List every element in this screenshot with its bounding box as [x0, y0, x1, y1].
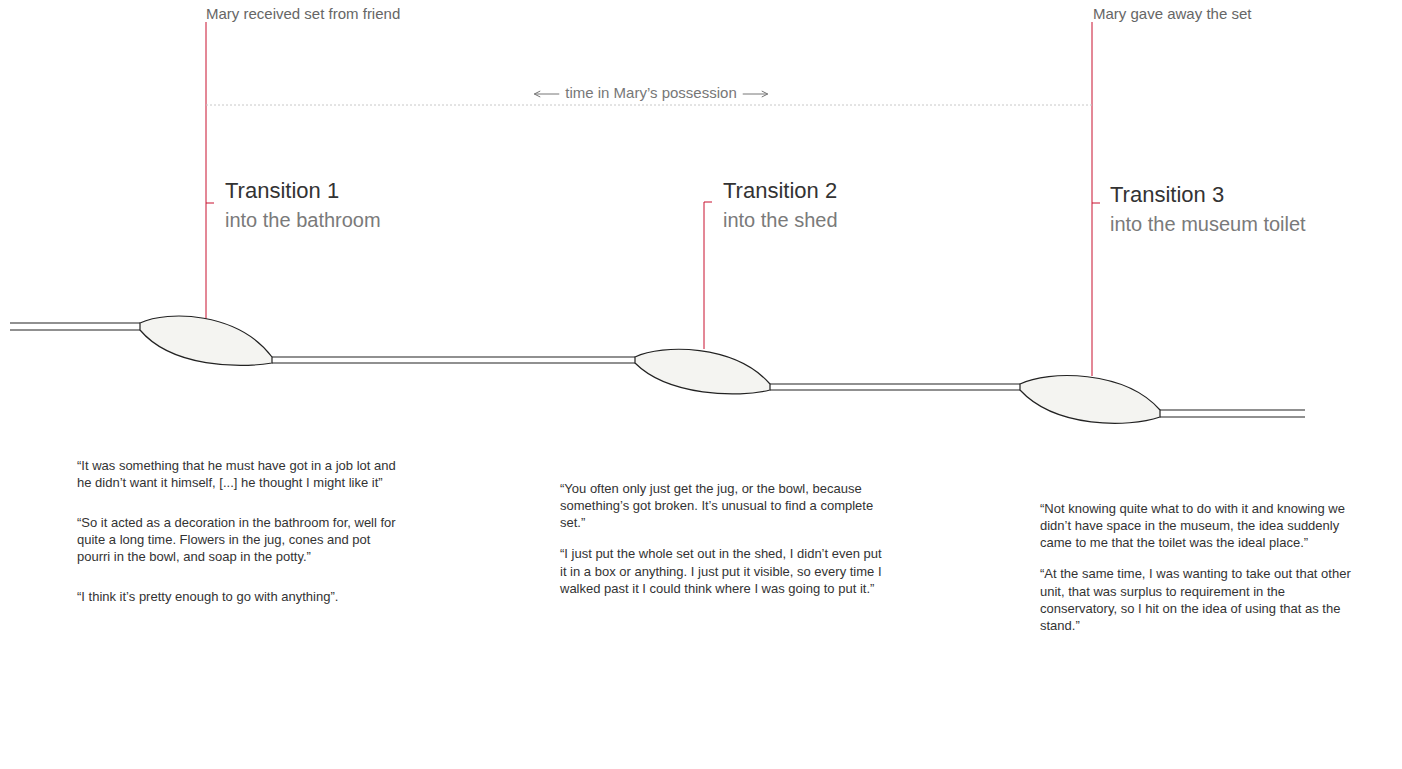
span-label: time in Mary’s possession: [565, 84, 736, 102]
event-label: Mary gave away the set: [1093, 5, 1251, 23]
quote-note: “So it acted as a decoration in the bath…: [77, 514, 407, 565]
marker-tick: [206, 203, 214, 204]
quote-note: “You often only just get the jug, or the…: [560, 480, 885, 531]
transition-subtitle: into the shed: [723, 208, 838, 232]
quote-note: “I think it’s pretty enough to go with a…: [77, 588, 407, 605]
marker-line: [206, 22, 207, 321]
event-label: Mary received set from friend: [206, 5, 400, 23]
marker-line: [704, 202, 705, 349]
transition-heading: Transition 2: [723, 178, 837, 204]
marker-line: [1092, 22, 1093, 376]
marker-tick: [1092, 203, 1100, 204]
transition-heading: Transition 1: [225, 178, 339, 204]
marker-tick: [704, 202, 712, 203]
quote-note: “I just put the whole set out in the she…: [560, 545, 885, 596]
quote-note: “At the same time, I was wanting to take…: [1040, 565, 1365, 634]
transition-lens: [140, 316, 1160, 423]
quote-note: “It was something that he must have got …: [77, 457, 407, 491]
dotted-span: [206, 105, 1092, 106]
transition-subtitle: into the bathroom: [225, 208, 381, 232]
transition-heading: Transition 3: [1110, 182, 1224, 208]
transition-subtitle: into the museum toilet: [1110, 212, 1306, 236]
quote-note: “Not knowing quite what to do with it an…: [1040, 500, 1365, 551]
